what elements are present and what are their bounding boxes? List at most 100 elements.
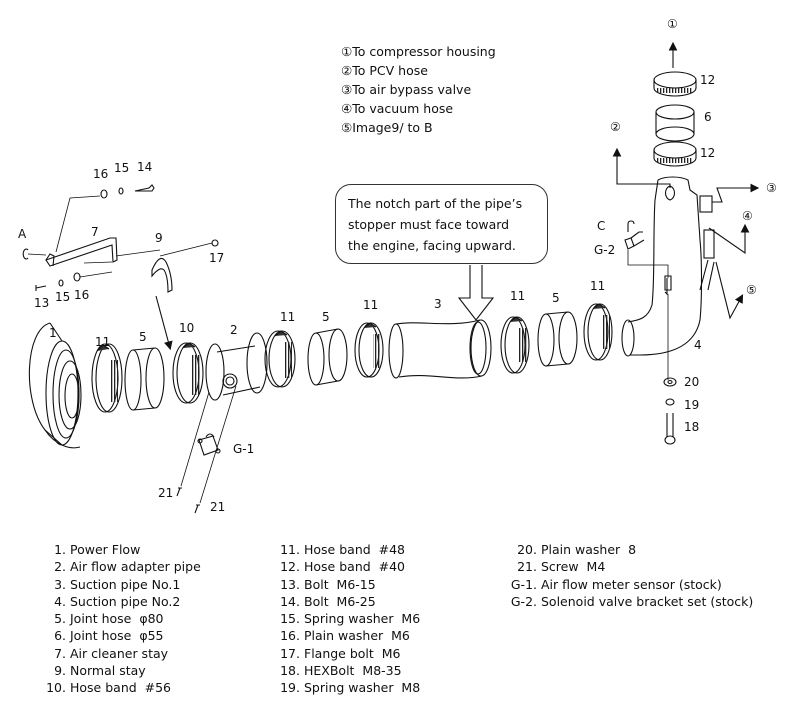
parts-list-item: 13.Bolt M6-15 [280, 576, 376, 592]
marker-1: ① [667, 17, 678, 31]
label-3: 3 [434, 297, 442, 311]
label-17: 17 [209, 251, 224, 265]
marker-5: ⑤ [746, 283, 757, 297]
part-12-hose-band-top [653, 71, 697, 97]
label-9: 9 [155, 231, 163, 245]
part-3-suction-pipe [388, 319, 492, 379]
legend-item: ①To compressor housing [341, 44, 496, 59]
label-16: 16 [74, 288, 89, 302]
label-2: 2 [230, 323, 238, 337]
label-14: 14 [137, 160, 152, 174]
part-6-joint-hose [655, 104, 695, 142]
part-7-air-cleaner-stay [22, 195, 161, 267]
bolt-stack-18-19-20 [663, 377, 677, 445]
label-4: 4 [694, 338, 702, 352]
parts-list-item: 1.Power Flow [54, 542, 141, 557]
part-11-hose-band [354, 322, 384, 378]
note-line: the engine, facing upward. [348, 238, 516, 253]
arrow-to-bypass [712, 183, 760, 203]
parts-list-item: 18.HEXBolt M8-35 [280, 663, 402, 679]
part-11-hose-band [583, 303, 613, 361]
parts-list-item: 2.Air flow adapter pipe [54, 559, 201, 575]
part-12-hose-band-lower [653, 141, 697, 167]
parts-list-item: 11.Hose band #48 [280, 542, 406, 557]
label-11: 11 [363, 298, 378, 312]
parts-list-column-3: 20.Plain washer 8 21.Screw M4 G-1.Air fl… [497, 541, 753, 610]
label-7: 7 [91, 225, 99, 239]
parts-list-item: 20.Plain washer 8 [517, 542, 637, 557]
parts-list-item: 14.Bolt M6-25 [280, 593, 376, 609]
g1-air-flow-meter-sensor [197, 433, 221, 456]
label-1: 1 [49, 326, 57, 340]
parts-list-item: 16.Plain washer M6 [280, 628, 410, 644]
parts-list-item: 19.Spring washer M8 [280, 680, 421, 696]
legend-item: ④To vacuum hose [341, 101, 454, 116]
parts-list-item: 17.Flange bolt M6 [280, 645, 401, 661]
part-21-screws [176, 487, 200, 514]
part-11-hose-band [91, 343, 123, 413]
label-10: 10 [179, 321, 194, 335]
parts-list-item: 9.Normal stay [54, 663, 146, 679]
parts-list-item: 5.Joint hose φ80 [54, 611, 164, 627]
part-5-joint-hose [307, 328, 348, 386]
label-a: A [18, 227, 27, 241]
parts-list-column-1: 1.Power Flow 2.Air flow adapter pipe 3.S… [30, 541, 201, 697]
diagram-labels: 1 11 5 10 2 11 5 11 3 11 5 11 4 20 19 18… [18, 17, 777, 514]
label-6: 6 [704, 110, 712, 124]
destination-legend: ①To compressor housing ②To PCV hose ③To … [341, 42, 496, 137]
part-10-hose-band [172, 342, 204, 404]
part-9-normal-stay [151, 242, 213, 293]
label-g1: G-1 [233, 442, 254, 456]
label-5: 5 [552, 291, 560, 305]
parts-list-item: 7.Air cleaner stay [54, 645, 169, 661]
parts-list-item: 12.Hose band #40 [280, 559, 406, 575]
label-g2: G-2 [594, 243, 615, 257]
fasteners-small [35, 184, 219, 291]
legend-item: ⑤Image9/ to B [341, 120, 433, 135]
arrow-to-b [715, 261, 744, 320]
parts-list-item: G-2.Solenoid valve bracket set (stock) [510, 593, 754, 609]
marker-2: ② [610, 120, 621, 134]
legend-item: ③To air bypass valve [341, 82, 472, 97]
parts-list-item: 15.Spring washer M6 [280, 611, 421, 627]
parts-list-item: 3.Suction pipe No.1 [54, 576, 181, 592]
label-13: 13 [34, 296, 49, 310]
parts-list-item: 6.Joint hose φ55 [54, 628, 164, 644]
arrow-stay-to-band [155, 295, 173, 351]
label-12: 12 [700, 146, 715, 160]
label-21: 21 [210, 500, 225, 514]
parts-list-item: 21.Screw M4 [517, 559, 606, 575]
note-pointer-arrow [457, 265, 495, 321]
label-20: 20 [684, 375, 699, 389]
arrow-to-vacuum [708, 223, 750, 255]
label-11: 11 [280, 310, 295, 324]
parts-list-item: G-1.Air flow meter sensor (stock) [510, 576, 722, 592]
part-5-joint-hose [537, 311, 578, 367]
parts-list-item: 4.Suction pipe No.2 [54, 593, 181, 609]
part-11-hose-band [264, 330, 296, 388]
label-16: 16 [93, 167, 108, 181]
label-15: 15 [55, 290, 70, 304]
arrow-to-pcv [612, 147, 671, 188]
part-11-hose-band [500, 316, 530, 374]
label-19: 19 [684, 398, 699, 412]
note-line: The notch part of the pipe’s [348, 196, 523, 211]
label-11: 11 [510, 289, 525, 303]
part-1-power-flow [28, 322, 82, 449]
legend-item: ②To PCV hose [341, 63, 428, 78]
label-5: 5 [139, 330, 147, 344]
label-11: 11 [95, 335, 110, 349]
parts-list-column-2: 11.Hose band #48 12.Hose band #40 13.Bol… [260, 541, 420, 697]
parts-list-item: 10.Hose band #56 [46, 680, 172, 696]
label-11: 11 [590, 279, 605, 293]
exploded-diagram: 1 11 5 10 2 11 5 11 3 11 5 11 4 20 19 18… [18, 17, 777, 514]
installation-note-callout: The notch part of the pipe’s stopper mus… [335, 184, 548, 264]
note-line: stopper must face toward [348, 217, 510, 232]
marker-4: ④ [742, 209, 753, 223]
label-5: 5 [322, 310, 330, 324]
g2-solenoid-bracket [624, 220, 669, 278]
label-c: C [597, 219, 605, 233]
part-2-air-flow-adapter [180, 332, 268, 504]
label-15: 15 [114, 161, 129, 175]
part-4-suction-pipe-no2 [621, 176, 715, 380]
